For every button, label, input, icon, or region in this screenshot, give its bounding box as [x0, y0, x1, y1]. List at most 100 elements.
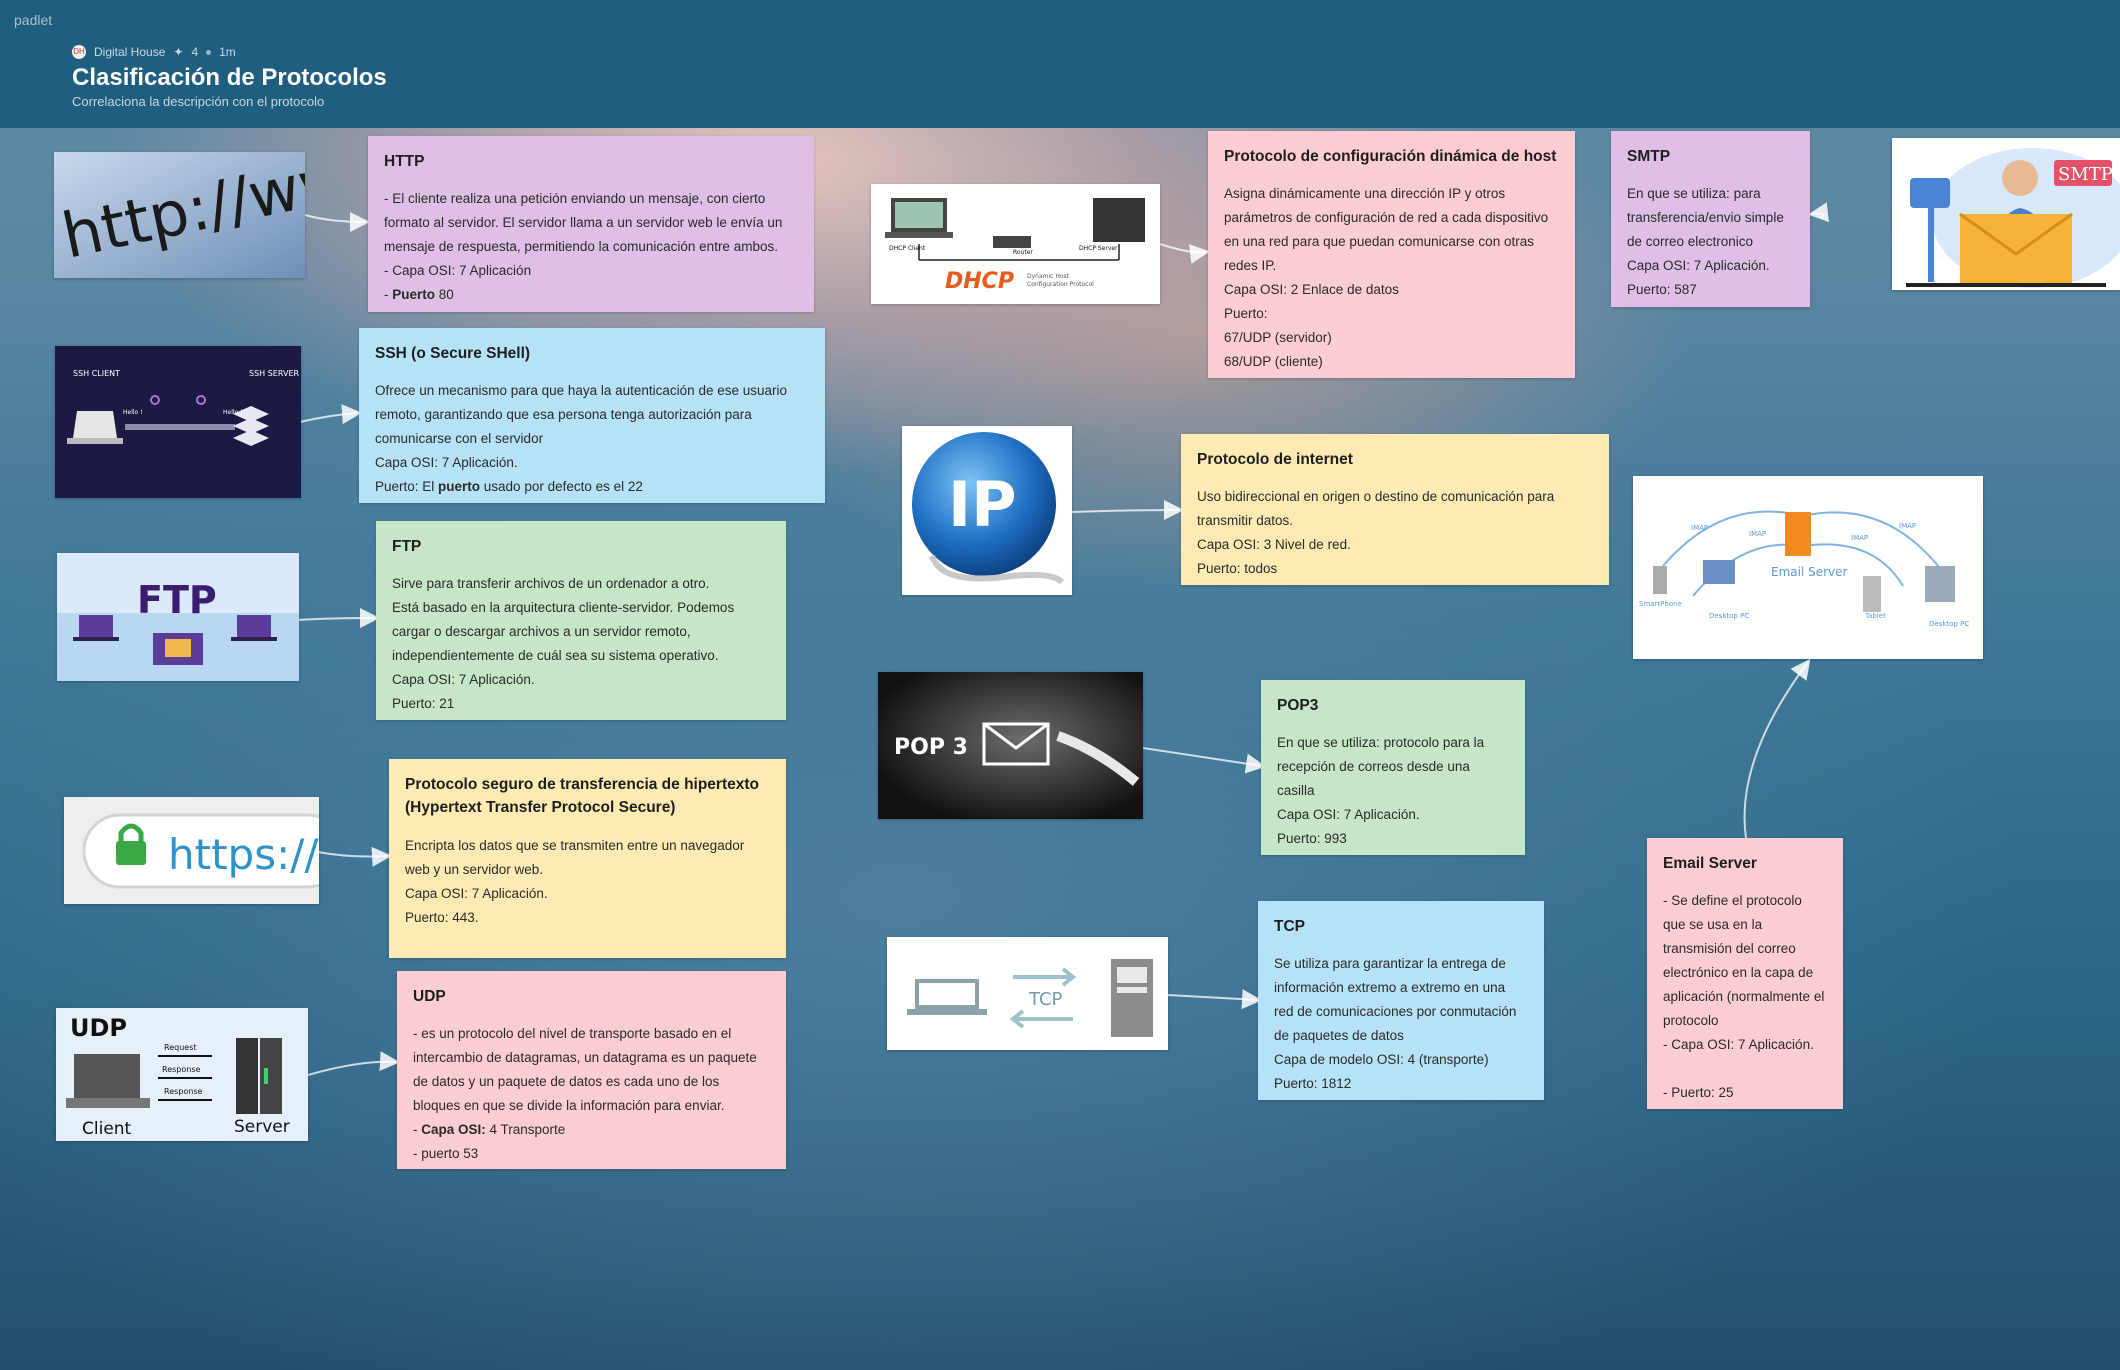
- tcp-image[interactable]: TCP: [887, 937, 1168, 1050]
- card-line: - Se define el protocolo que se usa en l…: [1663, 893, 1825, 1029]
- card-line: - Puerto: 25: [1663, 1085, 1734, 1101]
- http-image[interactable]: http://www: [54, 152, 305, 278]
- card-line: Capa OSI: 7 Aplicación.: [1627, 258, 1770, 274]
- udp-server: Server: [234, 1117, 290, 1137]
- card-pop3[interactable]: POP3 En que se utiliza: protocolo para l…: [1261, 680, 1525, 855]
- card-http[interactable]: HTTP - El cliente realiza una petición e…: [368, 136, 814, 312]
- card-email-server[interactable]: Email Server - Se define el protocolo qu…: [1647, 838, 1843, 1109]
- smtp-image[interactable]: SMTP: [1892, 138, 2120, 290]
- card-line: Puerto: 443.: [405, 909, 479, 925]
- card-line: Capa OSI: 7 Aplicación.: [392, 672, 535, 688]
- desktop-label-1: Desktop PC: [1709, 612, 1749, 620]
- card-title: POP3: [1277, 697, 1319, 714]
- ftp-image-text: FTP: [137, 578, 217, 622]
- card-title: HTTP: [384, 153, 425, 170]
- updated-time: 1m: [219, 45, 236, 59]
- card-title: Email Server: [1663, 855, 1757, 872]
- arrow-pop3: [1142, 747, 1266, 774]
- imap-label-2: IMAP: [1749, 530, 1766, 538]
- card-line: En que se utiliza: para transferencia/en…: [1627, 186, 1784, 250]
- arrow-dhcp: [1159, 243, 1210, 264]
- arrow-ip: [1071, 500, 1184, 521]
- board-title: Clasificación de Protocolos: [72, 64, 387, 91]
- card-line: Puerto:: [1224, 306, 1268, 322]
- board-meta: DH Digital House ✦ 4 1m: [72, 45, 236, 59]
- card-line: Uso bidireccional en origen o destino de…: [1197, 489, 1555, 529]
- https-image[interactable]: https://: [64, 797, 319, 904]
- card-smtp[interactable]: SMTP En que se utiliza: para transferenc…: [1611, 131, 1810, 307]
- card-line: Puerto: 993: [1277, 831, 1347, 847]
- card-line: - El cliente realiza una petición envian…: [384, 191, 783, 255]
- card-title: Protocolo seguro de transferencia de hip…: [405, 776, 759, 817]
- dhcp-client-label: DHCP Client: [889, 245, 926, 252]
- card-title: Protocolo de configuración dinámica de h…: [1224, 148, 1557, 165]
- card-title: Protocolo de internet: [1197, 451, 1353, 468]
- card-https[interactable]: Protocolo seguro de transferencia de hip…: [389, 759, 786, 958]
- card-ip[interactable]: Protocolo de internet Uso bidireccional …: [1181, 434, 1609, 585]
- card-line: Capa OSI: 3 Nivel de red.: [1197, 537, 1351, 553]
- dhcp-caption-1: Dynamic Host: [1027, 273, 1070, 280]
- smtp-image-text: SMTP: [2058, 164, 2113, 185]
- arrow-udp: [307, 1051, 400, 1076]
- card-ssh[interactable]: SSH (o Secure SHell) Ofrece un mecanismo…: [359, 328, 825, 503]
- card-line: Capa de modelo OSI: 4 (transporte): [1274, 1052, 1489, 1068]
- card-line: En que se utiliza: protocolo para la rec…: [1277, 735, 1485, 799]
- udp-request: Request: [164, 1043, 197, 1052]
- tcp-image-text: TCP: [1028, 989, 1063, 1010]
- card-line: [1663, 1057, 1827, 1081]
- card-line: 68/UDP (cliente): [1224, 354, 1323, 370]
- email-server-image[interactable]: Email Server IMAP IMAP IMAP IMAP SmartPh…: [1633, 476, 1983, 659]
- ftp-image[interactable]: FTP: [57, 553, 299, 681]
- card-line: Capa OSI: 2 Enlace de datos: [1224, 282, 1399, 298]
- card-line: Puerto: 21: [392, 696, 455, 712]
- like-icon[interactable]: ✦: [173, 45, 184, 59]
- ssh-hello-1: Hello !: [123, 409, 143, 416]
- desktop-label-2: Desktop PC: [1929, 620, 1969, 628]
- card-line: - puerto 53: [413, 1146, 479, 1162]
- pop3-image[interactable]: POP 3: [878, 672, 1143, 819]
- card-line: Puerto: todos: [1197, 561, 1278, 577]
- owner-avatar[interactable]: DH: [72, 45, 86, 59]
- card-udp[interactable]: UDP - es un protocolo del nivel de trans…: [397, 971, 786, 1169]
- card-line: Está basado en la arquitectura cliente-s…: [392, 600, 735, 664]
- card-ftp[interactable]: FTP Sirve para transferir archivos de un…: [376, 521, 786, 720]
- dhcp-image[interactable]: DHCP Client Router DHCP Server DHCP Dyna…: [871, 184, 1160, 304]
- dhcp-router-label: Router: [1013, 249, 1033, 256]
- ip-image[interactable]: IP: [902, 426, 1072, 595]
- board-header: padlet DH Digital House ✦ 4 1m Clasifica…: [0, 0, 2120, 128]
- card-dhcp[interactable]: Protocolo de configuración dinámica de h…: [1208, 131, 1575, 378]
- arrow-http: [304, 211, 370, 232]
- card-title: UDP: [413, 988, 446, 1005]
- separator-dot: [206, 49, 212, 55]
- padlet-logo[interactable]: padlet: [14, 12, 53, 28]
- dhcp-caption-2: Configuration Protocol: [1027, 281, 1094, 288]
- card-title: SSH (o Secure SHell): [375, 345, 531, 362]
- ip-image-text: IP: [948, 468, 1017, 541]
- owner-name[interactable]: Digital House: [94, 45, 166, 59]
- arrow-email: [1743, 658, 1811, 839]
- card-line: Se utiliza para garantizar la entrega de…: [1274, 956, 1517, 1044]
- arrow-ssh: [299, 404, 362, 425]
- card-line: Puerto: El puerto usado por defecto es e…: [375, 479, 643, 495]
- card-line: Encripta los datos que se transmiten ent…: [405, 837, 745, 877]
- udp-response-1: Response: [162, 1065, 201, 1074]
- udp-client: Client: [82, 1119, 132, 1139]
- card-line: 67/UDP (servidor): [1224, 330, 1332, 346]
- ssh-image[interactable]: SSH CLIENT SSH SERVER Hello ! Hello !: [55, 346, 301, 498]
- board-subtitle: Correlaciona la descripción con el proto…: [72, 94, 325, 109]
- ssh-client-label: SSH CLIENT: [73, 369, 120, 378]
- card-line: - Capa OSI: 7 Aplicación.: [1663, 1037, 1814, 1053]
- card-line: Capa OSI: 7 Aplicación.: [375, 455, 518, 471]
- like-count: 4: [191, 45, 199, 59]
- udp-image[interactable]: UDP Request Response Response Client Ser…: [56, 1008, 308, 1141]
- email-server-caption: Email Server: [1771, 565, 1848, 579]
- card-tcp[interactable]: TCP Se utiliza para garantizar la entreg…: [1258, 901, 1544, 1100]
- imap-label-3: IMAP: [1851, 534, 1868, 542]
- card-line: - Capa OSI: 4 Transporte: [413, 1122, 566, 1138]
- card-line: Asigna dinámicamente una dirección IP y …: [1224, 186, 1549, 274]
- card-title: FTP: [392, 538, 422, 555]
- dhcp-server-label: DHCP Server: [1079, 245, 1118, 252]
- card-line: Sirve para transferir archivos de un ord…: [392, 576, 710, 592]
- card-line: Puerto: 587: [1627, 282, 1697, 298]
- https-image-text: https://: [168, 830, 319, 879]
